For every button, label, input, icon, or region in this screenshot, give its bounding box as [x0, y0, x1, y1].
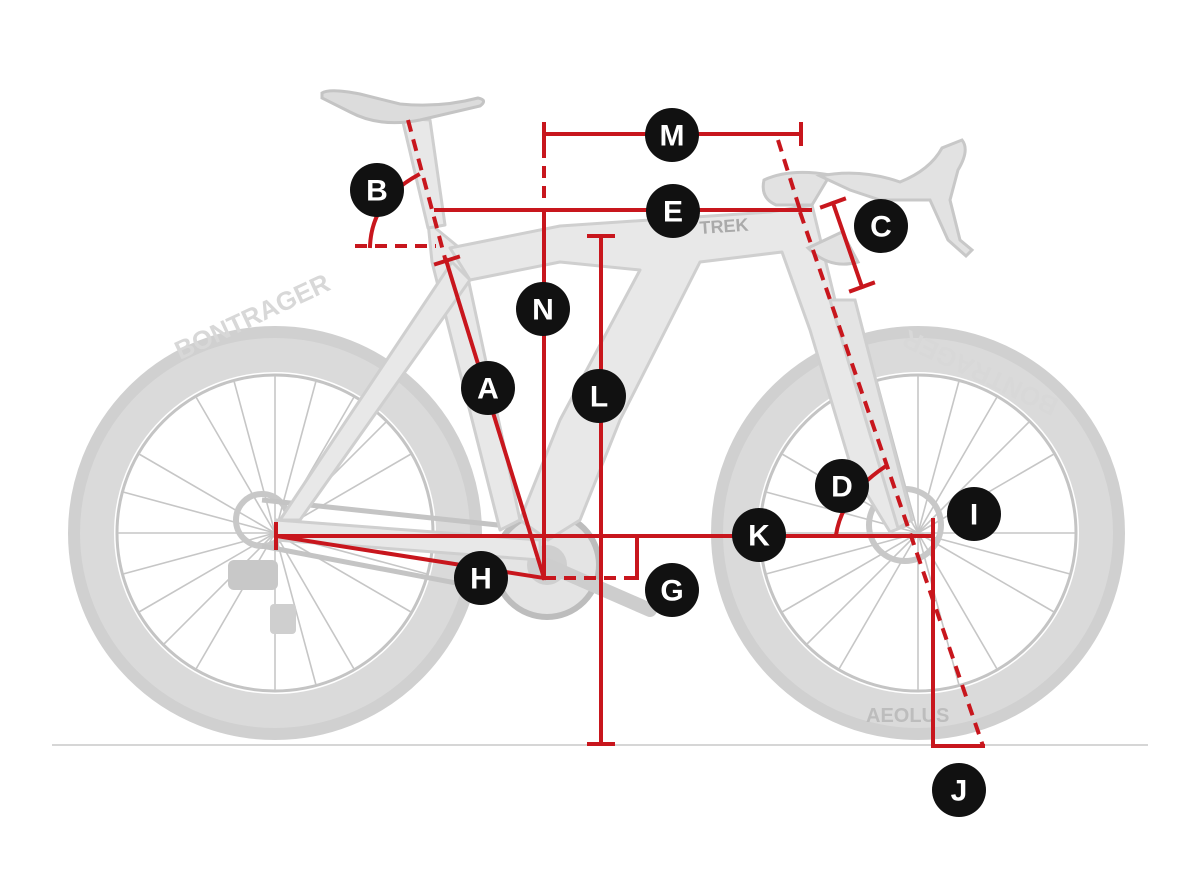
- bike-illustration: TREK BONTRAGER BONTRAGER AEOLUS: [68, 89, 1125, 740]
- saddle: [320, 89, 485, 125]
- marker-j: J: [932, 763, 986, 817]
- marker-a: A: [461, 361, 515, 415]
- marker-n-label: N: [532, 294, 554, 327]
- marker-n: N: [516, 282, 570, 336]
- marker-h-label: H: [470, 563, 492, 596]
- measure-a-tick: [433, 254, 461, 267]
- marker-h: H: [454, 551, 508, 605]
- marker-d-label: D: [831, 471, 853, 504]
- marker-g-label: G: [660, 575, 683, 608]
- marker-m-label: M: [660, 120, 685, 153]
- marker-k-label: K: [748, 520, 770, 553]
- rear-wheel: [68, 326, 482, 740]
- fork: [827, 298, 914, 531]
- marker-b-label: B: [366, 175, 388, 208]
- marker-l: L: [572, 369, 626, 423]
- frame-brand-label: TREK: [699, 215, 749, 238]
- frame: [274, 116, 910, 562]
- marker-badges: A B C D E G H I: [350, 108, 1001, 817]
- marker-b: B: [350, 163, 404, 217]
- marker-l-label: L: [590, 381, 608, 414]
- marker-i: I: [947, 487, 1001, 541]
- marker-d: D: [815, 459, 869, 513]
- marker-e: E: [646, 184, 700, 238]
- marker-k: K: [732, 508, 786, 562]
- measurement-lines: [273, 119, 985, 748]
- marker-a-label: A: [477, 373, 499, 406]
- measure-c-tick-top: [819, 196, 847, 210]
- measure-b-axis: [406, 119, 448, 263]
- marker-g: G: [645, 563, 699, 617]
- marker-c-label: C: [870, 211, 892, 244]
- measure-a: [443, 257, 547, 581]
- measure-m-drop-right: [776, 139, 802, 211]
- marker-c: C: [854, 199, 908, 253]
- marker-i-label: I: [970, 499, 978, 532]
- marker-m: M: [645, 108, 699, 162]
- front-wheel: [711, 326, 1125, 740]
- cockpit: [761, 138, 975, 266]
- steering-axis: [798, 211, 985, 747]
- measure-c-tick-bottom: [848, 280, 876, 294]
- marker-j-label: J: [951, 775, 968, 808]
- marker-e-label: E: [663, 196, 683, 229]
- measure-c: [830, 200, 865, 290]
- front-hub-brand-label: AEOLUS: [866, 705, 949, 727]
